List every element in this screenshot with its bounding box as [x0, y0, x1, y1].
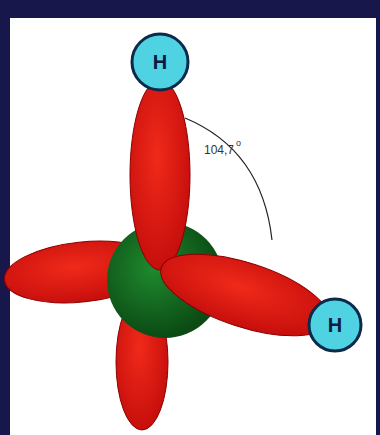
- degree-mark: o: [236, 138, 241, 148]
- atom-symbol: H: [328, 314, 342, 337]
- angle-arc: [185, 118, 272, 240]
- angle-value: 104,7: [204, 143, 234, 157]
- atom-symbol: H: [153, 51, 167, 74]
- image-panel: [10, 18, 376, 435]
- hydrogen-atom: H: [130, 32, 190, 92]
- hydrogen-atom: H: [307, 297, 363, 353]
- orbital-lobe: [130, 80, 190, 270]
